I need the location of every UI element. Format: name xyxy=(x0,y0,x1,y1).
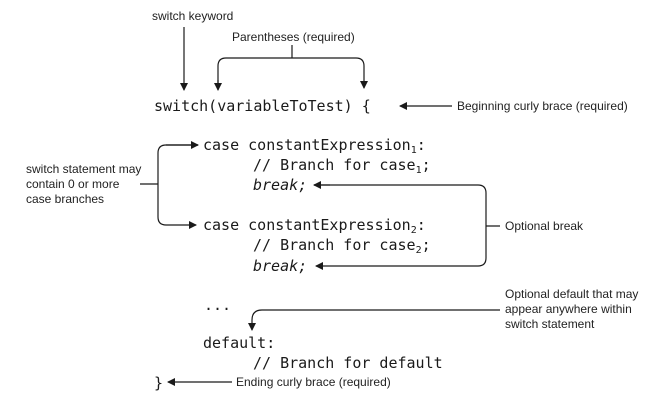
case1-break: break; xyxy=(253,176,308,194)
optional-default-arrow xyxy=(248,309,500,331)
parentheses-label: Parentheses (required) xyxy=(232,30,355,44)
default-line: default: xyxy=(203,334,276,352)
switch-keyword-label: switch keyword xyxy=(152,9,234,23)
case-branches-label-line2: contain 0 or more xyxy=(26,177,120,191)
case1-line: case constantExpression1: xyxy=(203,136,426,156)
case1-subscript: 1 xyxy=(410,145,417,156)
case2-branch-semicolon: ; xyxy=(421,236,431,254)
optional-default-label-line3: switch statement xyxy=(505,317,595,331)
case1-branch-text: // Branch for case xyxy=(253,156,416,174)
beginning-brace-label: Beginning curly brace (required) xyxy=(457,99,628,113)
case1-branch-subscript: 1 xyxy=(415,165,422,176)
closing-brace: } xyxy=(154,374,164,392)
case-branches-label-line3: case branches xyxy=(26,192,105,206)
case2-branch-subscript: 2 xyxy=(415,245,422,256)
default-branch-comment: // Branch for default xyxy=(253,354,443,372)
case1-branch-semicolon: ; xyxy=(421,156,431,174)
case2-branch-comment: // Branch for case2; xyxy=(253,236,431,256)
case2-subscript: 2 xyxy=(410,225,417,236)
case-branches-label-line1: switch statement may xyxy=(26,162,142,176)
optional-default-label-line2: appear anywhere within xyxy=(505,302,632,316)
case1-keyword: case constantExpression xyxy=(203,136,411,154)
parentheses-bracket xyxy=(217,45,364,88)
case2-branch-text: // Branch for case xyxy=(253,236,416,254)
case2-line: case constantExpression2: xyxy=(203,216,426,236)
optional-default-label-line1: Optional default that may xyxy=(505,287,639,301)
optional-break-bracket xyxy=(314,184,500,266)
optional-break-label: Optional break xyxy=(505,219,584,233)
case1-colon: : xyxy=(416,136,426,154)
case2-keyword: case constantExpression xyxy=(203,216,411,234)
switch-line: switch(variableToTest) { xyxy=(154,97,371,115)
case2-break: break; xyxy=(253,257,308,275)
case1-branch-comment: // Branch for case1; xyxy=(253,156,431,176)
case-branches-bracket xyxy=(140,144,198,225)
case2-colon: : xyxy=(416,216,426,234)
ending-brace-label: Ending curly brace (required) xyxy=(236,375,391,389)
ellipsis: ... xyxy=(204,296,232,314)
